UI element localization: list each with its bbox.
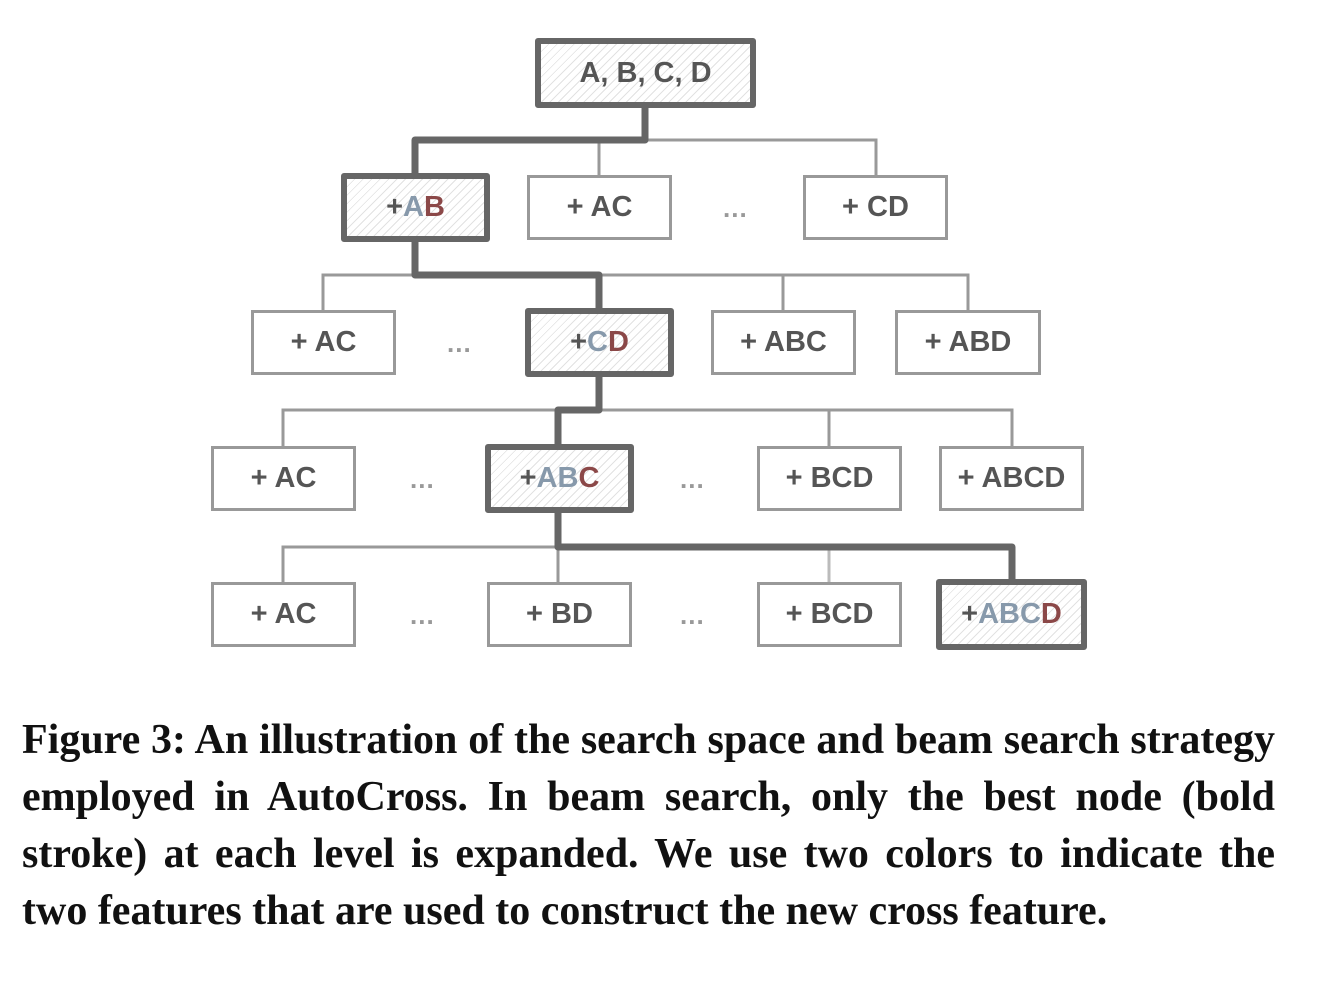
node-label: + ABC — [740, 326, 827, 358]
second-feature: D — [607, 326, 629, 358]
node: + ABD — [895, 310, 1041, 375]
edge-light — [281, 408, 1014, 446]
first-feature: ABC — [978, 598, 1041, 630]
node-label: + BCD — [785, 462, 874, 494]
node: + CD — [803, 175, 948, 240]
node-prefix: + — [570, 326, 588, 358]
node-label: + CD — [842, 191, 909, 223]
second-feature: D — [1040, 598, 1062, 630]
node-label: + BCD — [785, 598, 874, 630]
edge-bold — [411, 106, 649, 175]
node-label: + AC — [250, 598, 317, 630]
node: + BD — [487, 582, 632, 647]
node: + ABC — [711, 310, 856, 375]
node-label: A, B, C, D — [579, 56, 712, 89]
node-label: + AC — [250, 462, 317, 494]
first-feature: C — [587, 326, 608, 358]
first-feature: AB — [536, 462, 579, 494]
node-label: + ABD — [924, 326, 1012, 358]
node-prefix: + — [961, 598, 979, 630]
figure-caption: Figure 3: An illustration of the search … — [22, 717, 1275, 934]
ellipsis: ... — [680, 464, 705, 494]
edge-bold — [554, 511, 1016, 582]
node: + AC — [251, 310, 396, 375]
second-feature: C — [578, 462, 600, 494]
ellipsis: ... — [410, 464, 435, 494]
node-prefix: + — [519, 462, 537, 494]
tree-edges — [281, 106, 1016, 582]
edge-bold — [411, 240, 603, 310]
node-prefix: + — [386, 191, 404, 223]
edge-light — [281, 545, 558, 582]
node: + BCD — [757, 446, 902, 511]
node: + BCD — [757, 582, 902, 647]
node-label: + ABCD — [957, 462, 1066, 494]
node: + AC — [211, 446, 356, 511]
node-label: + BD — [526, 598, 593, 630]
ellipsis: ... — [680, 600, 705, 630]
edge-light — [321, 273, 970, 310]
ellipsis: ... — [723, 193, 748, 223]
node: + AC — [527, 175, 672, 240]
node-label: + AC — [566, 191, 633, 223]
first-feature: A — [403, 191, 424, 223]
second-feature: B — [423, 191, 445, 223]
edge-light — [645, 138, 878, 175]
node: + ABCD — [939, 446, 1084, 511]
node: + AC — [211, 582, 356, 647]
node-label: + AC — [290, 326, 357, 358]
root-node: A, B, C, D — [535, 38, 756, 108]
ellipsis: ... — [410, 600, 435, 630]
ellipsis: ... — [447, 328, 472, 358]
edge-bold — [554, 375, 603, 446]
